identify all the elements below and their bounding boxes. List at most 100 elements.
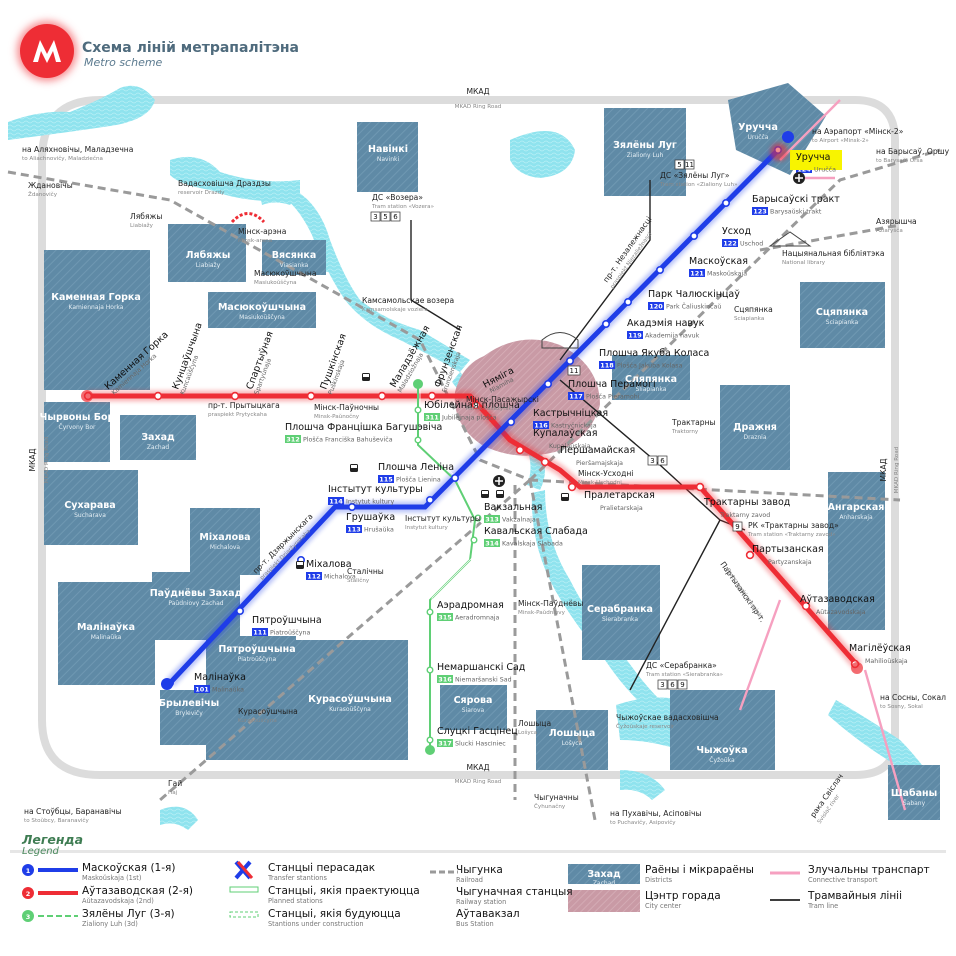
map-label-airport: на Аэрапорт «Мінск-2»to Airport «Minsk-2…: [812, 127, 904, 144]
station-dot[interactable]: [543, 379, 552, 388]
map-label-tram-zl: ДС «Зялёны Луг»Tram station «Zialiony Lu…: [659, 171, 738, 188]
districts-layer: [44, 83, 940, 820]
station-dot[interactable]: [236, 606, 245, 615]
map-label: Масюкоўшчына: [254, 269, 317, 278]
station-dot[interactable]: [565, 356, 574, 365]
station-dot[interactable]: [414, 406, 422, 414]
station-number: 122: [723, 239, 737, 247]
map-label: на Аляхновічы, Маладзечна: [22, 145, 133, 154]
station-dot[interactable]: [347, 502, 356, 511]
station-dot[interactable]: [377, 391, 387, 401]
station-name: Плошча Якуба Коласа: [599, 348, 709, 359]
map-label: пр-т. Прытыцкага: [208, 401, 280, 410]
station-dot[interactable]: [721, 199, 730, 208]
district-name-t: Malinaŭka: [91, 634, 122, 641]
map-label-t: Instytut kultury: [405, 525, 449, 531]
station-name-t: Aeradromnaja: [455, 614, 500, 621]
station-dot[interactable]: [506, 417, 515, 426]
station-dot[interactable]: [567, 482, 577, 492]
urucca-highlight: [790, 150, 842, 170]
station-name-t: Plošča Jakuba Kolasa: [617, 361, 683, 369]
station-dot[interactable]: [745, 550, 755, 560]
station-dot[interactable]: [414, 436, 422, 444]
station-dot[interactable]: [153, 391, 163, 401]
station-dot[interactable]: [425, 495, 434, 504]
station-dot[interactable]: [623, 297, 632, 306]
station-dot[interactable]: [427, 391, 437, 401]
tram-route-number: 9: [680, 681, 684, 689]
district-name: Сляпянка: [625, 374, 677, 385]
station-dot[interactable]: [306, 391, 316, 401]
station-number-badge: [437, 675, 453, 683]
tram-route-11-box: 11: [567, 365, 581, 376]
station-number-badge: [568, 392, 584, 400]
station-dot[interactable]: [695, 482, 705, 492]
station-dot[interactable]: [426, 736, 434, 744]
station-dot[interactable]: [601, 319, 610, 328]
station-dot[interactable]: [801, 601, 811, 611]
tram-route-box: [380, 211, 391, 222]
district-name: Каменная Горка: [51, 292, 141, 303]
bus-station-icon: [350, 464, 358, 472]
tram-route-number: 5: [383, 213, 387, 221]
tram-route-number: 11: [570, 367, 579, 375]
map-label: Мінск-Пасажырскі: [466, 395, 539, 404]
station-dot[interactable]: [471, 400, 481, 410]
tram-route-box: [684, 159, 695, 170]
district-draznia: [720, 385, 790, 470]
station-dot[interactable]: [450, 473, 459, 482]
station-dot[interactable]: [515, 445, 525, 455]
station-dot[interactable]: [689, 232, 698, 241]
station-dot[interactable]: [655, 265, 664, 274]
station-dot[interactable]: [470, 536, 478, 544]
station-dot[interactable]: [426, 608, 434, 616]
map-label: на Стоўбцы, Баранавічы: [24, 807, 122, 816]
station-name: Слуцкі Гасцінец: [437, 726, 518, 737]
district-name: Малінаўка: [77, 622, 135, 633]
station-dot[interactable]: [540, 457, 550, 467]
map-icons: [230, 172, 812, 569]
station-dot[interactable]: [230, 391, 240, 401]
station-dot[interactable]: [426, 666, 434, 674]
station-dot[interactable]: [474, 514, 482, 522]
